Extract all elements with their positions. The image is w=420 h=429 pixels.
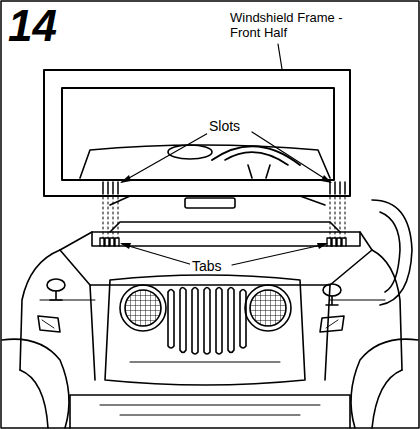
slot-marks — [103, 182, 345, 194]
leader-lines — [122, 44, 330, 265]
hood-latches — [47, 279, 341, 305]
callout-label: Slots — [207, 118, 242, 134]
jeep-body — [20, 200, 412, 380]
side-lights — [38, 316, 344, 332]
windshield-frame — [44, 70, 350, 196]
part-label: Windshield Frame - Front Half — [230, 10, 355, 40]
tabs — [100, 238, 346, 246]
step-number: 14 — [8, 4, 57, 48]
grille — [105, 275, 305, 385]
callout-label: Tabs — [190, 258, 224, 274]
arrowheads — [120, 175, 332, 249]
wheels-bumper — [2, 339, 418, 428]
